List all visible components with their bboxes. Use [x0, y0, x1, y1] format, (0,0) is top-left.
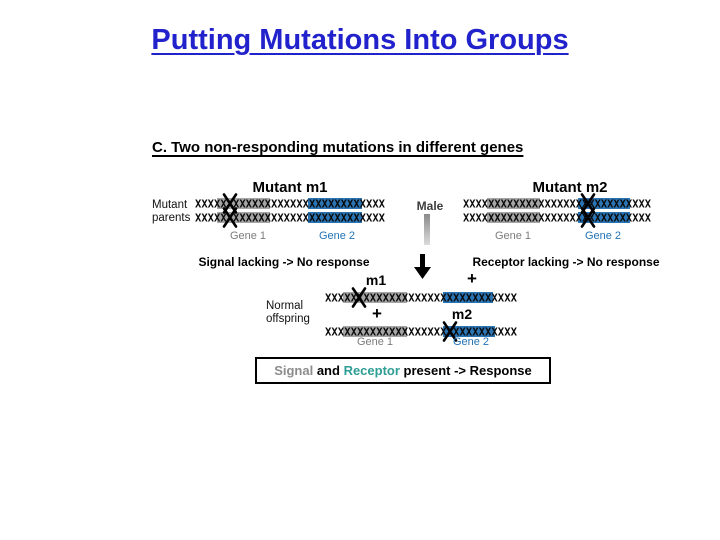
dna-helix: XXXXXXXXXXXXXXXXXXXXXXXXXXXXXX — [463, 198, 651, 211]
mutant-parents-line1: Mutant — [152, 199, 188, 211]
gene1-highlight — [487, 198, 540, 209]
gene2-highlight — [308, 212, 362, 223]
gene2-highlight — [578, 198, 630, 209]
gene2-label: Gene 2 — [584, 230, 622, 242]
allele-m1-label: m1 — [365, 272, 387, 288]
section-heading: C. Two non-responding mutations in diffe… — [152, 139, 524, 156]
gene2-highlight — [443, 326, 495, 337]
receptor-lacking-result: Receptor lacking -> No response — [472, 255, 660, 269]
gene1-highlight — [343, 292, 407, 303]
gene1-highlight — [343, 326, 407, 337]
conclusion-receptor: Receptor — [343, 363, 400, 378]
conclusion-box: Signal and Receptor present -> Response — [255, 357, 551, 384]
normal-offspring-label: Normal offspring — [266, 300, 310, 326]
dna-helix: XXXXXXXXXXXXXXXXXXXXXXXXXXXXXX — [325, 326, 517, 339]
conclusion-present: present -> Response — [399, 363, 532, 378]
gene2-highlight — [443, 292, 493, 303]
slide-title: Putting Mutations Into Groups — [151, 24, 569, 56]
signal-lacking-result: Signal lacking -> No response — [198, 255, 370, 269]
offspring-top-chromosome: XXXXXXXXXXXXXXXXXXXXXXXXXXXXXX — [325, 287, 517, 308]
mutant-m1-heading: Mutant m1 — [252, 179, 328, 196]
mutant-m1-chromosome-pair: XXXXXXXXXXXXXXXXXXXXXXXXXXXXXX XXXXXXXXX… — [195, 193, 385, 228]
mutation-x-icon — [442, 321, 458, 342]
dna-helix: XXXXXXXXXXXXXXXXXXXXXXXXXXXXXX — [463, 212, 651, 225]
conclusion-and: and — [313, 363, 344, 378]
cross-down-arrow-icon — [414, 254, 431, 279]
allele-plus-label: + — [372, 304, 382, 323]
mutant-parents-label: Mutant parents — [152, 199, 190, 225]
normal-offspring-line2: offspring — [266, 313, 310, 325]
allele-m2-label: m2 — [451, 306, 473, 322]
dna-helix: XXXXXXXXXXXXXXXXXXXXXXXXXXXXXX — [195, 198, 385, 211]
normal-offspring-line1: Normal — [266, 300, 304, 312]
mutant-m2-heading: Mutant m2 — [532, 179, 608, 196]
dna-helix: XXXXXXXXXXXXXXXXXXXXXXXXXXXXXX — [325, 292, 517, 305]
male-arrow-bar — [424, 214, 430, 245]
gene1-highlight — [487, 212, 540, 223]
gene2-highlight — [578, 212, 630, 223]
mutant-m2-chromosome-pair: XXXXXXXXXXXXXXXXXXXXXXXXXXXXXX XXXXXXXXX… — [463, 193, 651, 228]
gene1-highlight — [217, 198, 270, 209]
gene1-label: Gene 1 — [229, 230, 267, 242]
gene1-highlight — [217, 212, 270, 223]
dna-helix: XXXXXXXXXXXXXXXXXXXXXXXXXXXXXX — [195, 212, 385, 225]
gene2-label: Gene 2 — [452, 336, 490, 348]
allele-plus-label: + — [467, 269, 477, 288]
gene1-label: Gene 1 — [494, 230, 532, 242]
gene2-label: Gene 2 — [318, 230, 356, 242]
offspring-bottom-chromosome: XXXXXXXXXXXXXXXXXXXXXXXXXXXXXX — [325, 321, 517, 342]
gene2-highlight — [308, 198, 362, 209]
mutant-parents-line2: parents — [152, 212, 191, 224]
male-label: Male — [416, 199, 444, 213]
gene1-label: Gene 1 — [356, 336, 394, 348]
mutation-x-icon — [580, 207, 596, 228]
mutation-x-icon — [222, 207, 238, 228]
conclusion-signal: Signal — [274, 363, 314, 378]
mutation-x-icon — [351, 287, 367, 308]
